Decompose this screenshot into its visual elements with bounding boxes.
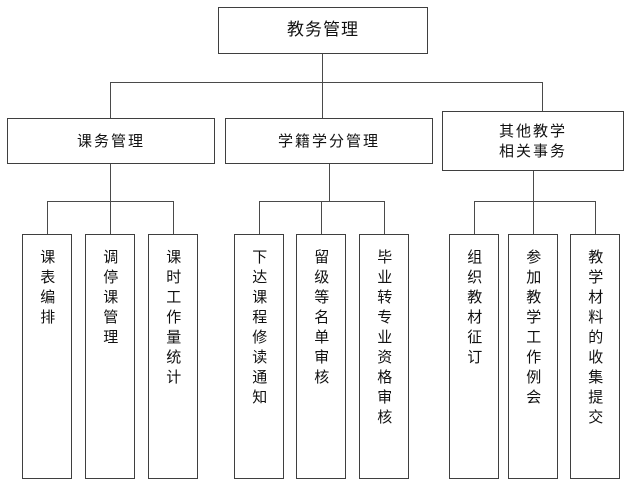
node-leaf-keshi-gongzuoliang-tongji[interactable]: 课时工作量统计 [148, 234, 198, 479]
connector-group2-drop-1 [259, 201, 260, 234]
node-leaf-g1-1-label: 课表编排 [38, 249, 57, 329]
connector-branch-bus [110, 82, 542, 83]
connector-group1-drop-3 [173, 201, 174, 234]
node-leaf-g3-1-label: 组织教材征订 [465, 249, 484, 369]
node-leaf-g2-3-label: 毕业转专业资格审核 [375, 249, 394, 429]
connector-branch-drop-1 [110, 82, 111, 118]
node-leaf-g2-1-label: 下达课程修读通知 [250, 249, 269, 409]
node-branch-xueji-xuefen-guanli[interactable]: 学籍学分管理 [225, 118, 433, 164]
connector-group1-drop-2 [110, 201, 111, 234]
node-branch-3-label-line1: 其他教学 [498, 121, 567, 140]
connector-group3-drop-1 [474, 201, 475, 234]
node-leaf-xiada-kecheng-xiudu-tongzhi[interactable]: 下达课程修读通知 [234, 234, 284, 479]
node-leaf-g3-3-label: 教学材料的收集提交 [586, 249, 605, 429]
node-leaf-zuzhi-jiaocai-zhengding[interactable]: 组织教材征订 [449, 234, 499, 479]
node-leaf-g1-3-label: 课时工作量统计 [164, 249, 183, 389]
node-leaf-jiaoxue-cailiao-shouji-tijiao[interactable]: 教学材料的收集提交 [570, 234, 620, 479]
connector-group2-drop-2 [321, 201, 322, 234]
connector-group1-drop-1 [47, 201, 48, 234]
connector-group1-stem [110, 164, 111, 201]
node-root-label: 教务管理 [287, 20, 359, 41]
node-leaf-canjia-jiaoxue-gongzuo-lihui[interactable]: 参加教学工作例会 [508, 234, 558, 479]
node-leaf-keibiao-bianpai[interactable]: 课表编排 [22, 234, 72, 479]
connector-group2-stem [329, 164, 330, 201]
connector-group2-drop-3 [384, 201, 385, 234]
node-leaf-g1-2-label: 调停课管理 [101, 249, 120, 349]
node-branch-1-label: 课务管理 [76, 131, 145, 150]
connector-group3-stem [533, 171, 534, 201]
node-branch-keowu-guanli[interactable]: 课务管理 [7, 118, 215, 164]
node-leaf-g3-2-label: 参加教学工作例会 [524, 249, 543, 409]
node-root-jiaowu-guanli[interactable]: 教务管理 [218, 7, 428, 54]
node-branch-3-label-line2: 相关事务 [498, 142, 567, 160]
node-leaf-liuji-deng-mingdan-shenhe[interactable]: 留级等名单审核 [296, 234, 346, 479]
node-branch-2-label: 学籍学分管理 [277, 131, 380, 150]
node-leaf-biye-zhuanzhuanye-zige-shenhe[interactable]: 毕业转专业资格审核 [359, 234, 409, 479]
connector-group3-bus [474, 201, 595, 202]
node-leaf-tingting-ke-guanli[interactable]: 调停课管理 [85, 234, 135, 479]
connector-group3-drop-3 [595, 201, 596, 234]
connector-group3-drop-2 [533, 201, 534, 234]
node-leaf-g2-2-label: 留级等名单审核 [312, 249, 331, 389]
connector-branch-drop-2 [322, 82, 323, 118]
connector-root-stem [322, 54, 323, 82]
connector-branch-drop-3 [542, 82, 543, 118]
node-branch-qita-jiaoxue[interactable]: 其他教学 相关事务 [442, 111, 624, 171]
